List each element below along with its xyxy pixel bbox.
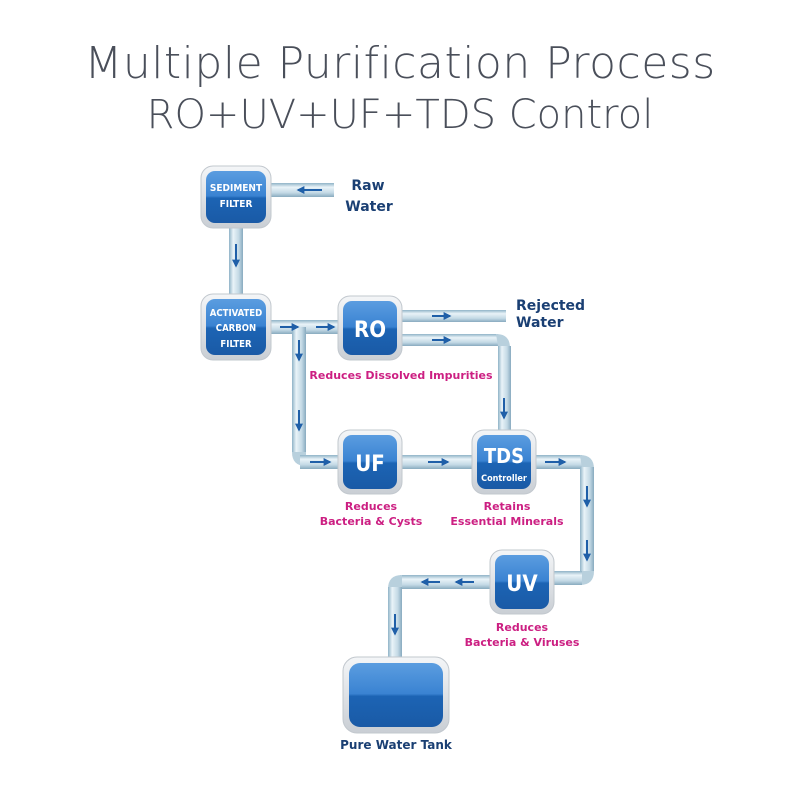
carbon-filter-label-1: ACTIVATED [210, 308, 263, 319]
pipe-ro-tds-v [498, 346, 511, 430]
flow-arrows [232, 186, 591, 636]
sediment-filter-label-1: SEDIMENT [210, 183, 263, 194]
uf-caption-2: Bacteria & Cysts [320, 515, 423, 528]
ro-label: RO [354, 318, 386, 343]
sediment-filter-label-2: FILTER [220, 199, 253, 210]
pipe-into-uv [552, 571, 582, 585]
tds-controller-stage: TDS Controller [471, 429, 537, 495]
carbon-filter-label-3: FILTER [220, 339, 252, 350]
pure-water-tank [342, 656, 450, 734]
ro-caption: Reduces Dissolved Impurities [309, 369, 493, 382]
uf-stage: UF [337, 429, 403, 495]
uv-label: UV [506, 572, 538, 597]
uv-caption-2: Bacteria & Viruses [465, 636, 580, 649]
raw-water-label-1: Raw [351, 178, 384, 194]
pipe-rejected [398, 310, 506, 322]
diagram-title: Multiple Purification Process [84, 38, 716, 89]
rejected-water-label-2: Water [516, 315, 564, 331]
tds-label: TDS [484, 444, 524, 468]
tds-sublabel: Controller [481, 474, 527, 484]
pipe-uv-out [400, 575, 494, 589]
ro-stage: RO [337, 295, 403, 361]
pipe-tds-uv-v [580, 467, 594, 571]
uf-caption-1: Reduces [345, 500, 398, 513]
raw-water-label-2: Water [345, 199, 393, 215]
uv-caption-1: Reduces [496, 621, 549, 634]
tds-caption-1: Retains [484, 500, 531, 513]
uv-stage: UV [489, 549, 555, 615]
carbon-filter-label-2: CARBON [216, 323, 256, 334]
carbon-filter-stage: ACTIVATED CARBON FILTER [200, 293, 272, 361]
rejected-water-label-1: Rejected [516, 298, 585, 314]
sediment-filter-stage: SEDIMENT FILTER [200, 165, 272, 229]
tank-caption: Pure Water Tank [340, 738, 453, 752]
uf-label: UF [355, 452, 385, 477]
tds-caption-2: Essential Minerals [450, 515, 564, 528]
diagram-subtitle: RO+UV+UF+TDS Control [146, 92, 654, 138]
